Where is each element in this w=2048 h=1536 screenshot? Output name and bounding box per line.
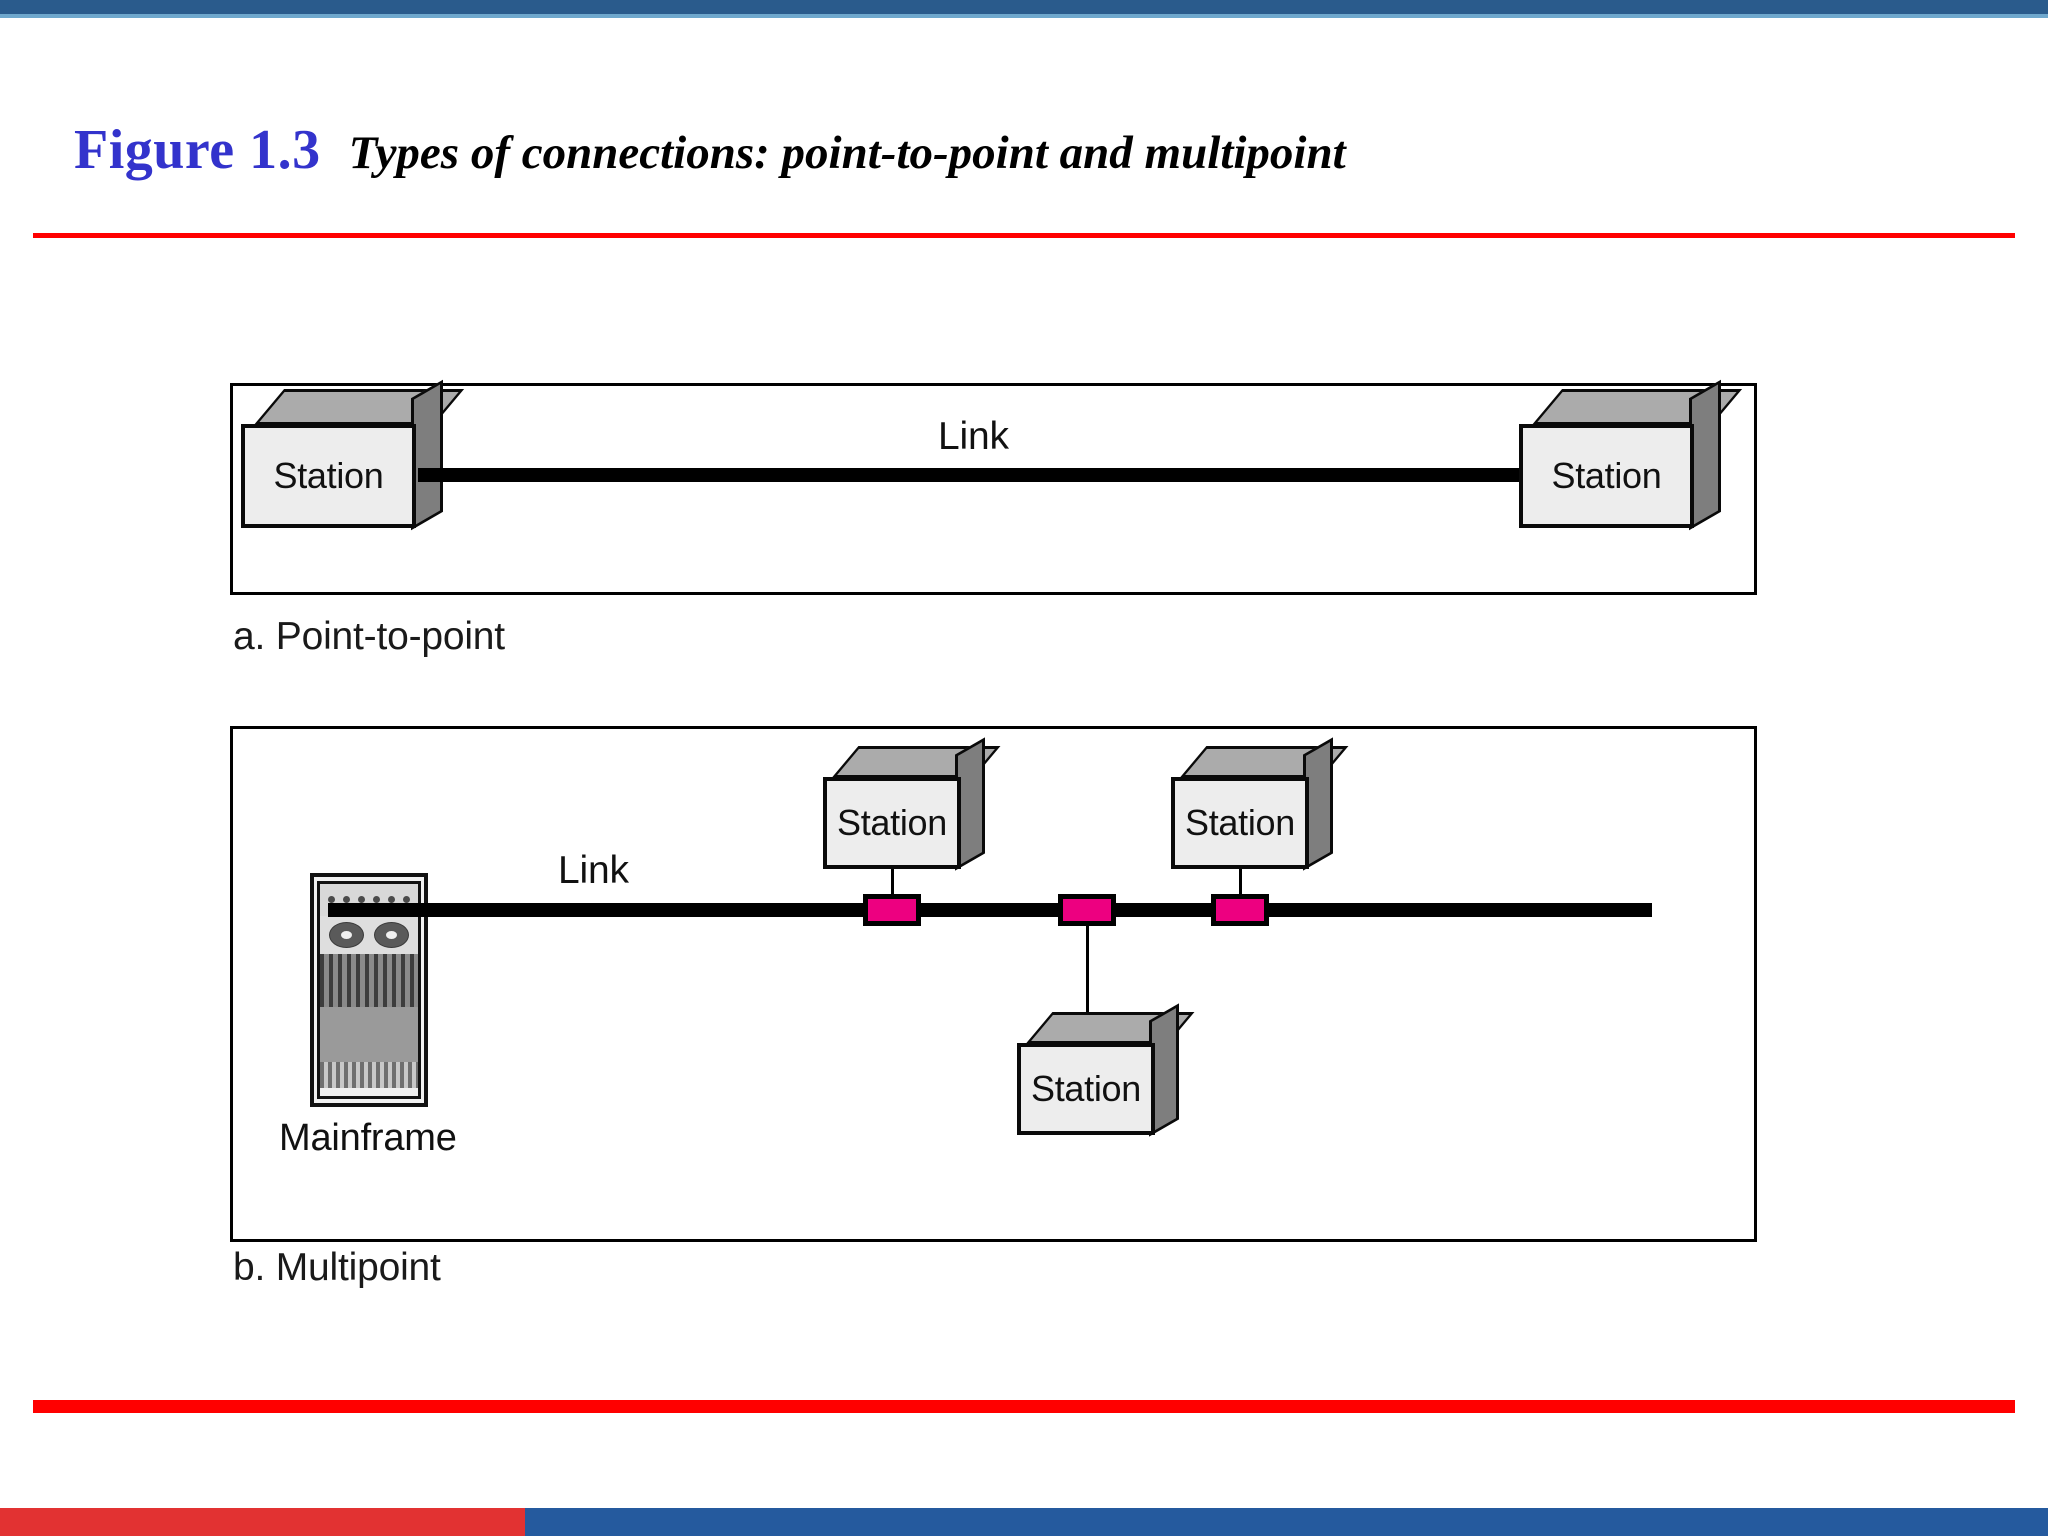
caption-multipoint: b. Multipoint [233,1246,441,1289]
tape-reel-icon [329,921,365,948]
panel-point-to-point: Station Link Station [230,379,1757,595]
mainframe-label: Mainframe [279,1117,457,1159]
drop-line-below-middle [1086,921,1089,1016]
station-label: Station [1185,802,1295,843]
top-accent-bar [0,0,2048,14]
panel-multipoint: Mainframe Link Station Station [230,726,1757,1242]
tap-connector-right[interactable] [1211,894,1269,926]
link-line-ptp [418,468,1553,482]
station-front-face: Station [241,424,416,528]
figure-title-text: Types of connections: point-to-point and… [348,127,1346,179]
figure-number: Figure 1.3 [74,119,321,181]
bottom-divider-rule [33,1400,2015,1413]
title-divider-rule [33,233,2015,238]
drop-line-above-right [1239,869,1242,903]
station-label: Station [273,455,384,496]
indicator-dot [373,896,380,904]
tap-connector-left[interactable] [863,894,921,926]
caption-point-to-point: a. Point-to-point [233,615,505,658]
station-front-face: Station [1519,424,1694,528]
station-front-face: Station [1017,1043,1155,1135]
indicator-dot [358,896,365,904]
station-front-face: Station [1171,777,1309,869]
indicator-dot [388,896,395,904]
indicator-dot [328,896,335,904]
footer-bar [0,1508,2048,1536]
mainframe-lower-vents [320,1062,418,1088]
drop-line-above-left [891,869,894,903]
station-label: Station [1031,1068,1141,1109]
indicator-dot [343,896,350,904]
link-line-multipoint [328,903,1652,917]
mainframe-tape-reels [320,915,418,954]
footer-blue-segment [525,1508,2048,1536]
tap-connector-middle[interactable] [1058,894,1116,926]
mainframe-icon[interactable] [310,873,428,1107]
link-label-multipoint: Link [558,849,629,892]
station-label: Station [1551,455,1662,496]
mainframe-panel [317,881,421,1099]
station-front-face: Station [823,777,961,869]
link-label-ptp: Link [938,415,1009,458]
mainframe-upper-vents [320,953,418,1007]
tape-reel-icon [373,921,409,948]
top-accent-line [0,14,2048,18]
mainframe-base [320,1087,418,1096]
footer-red-segment [0,1508,525,1536]
mainframe-mid-panel [320,1006,418,1063]
station-label: Station [837,802,947,843]
indicator-dot [403,896,410,904]
page-title: Figure 1.3 Types of connections: point-t… [74,118,1974,184]
